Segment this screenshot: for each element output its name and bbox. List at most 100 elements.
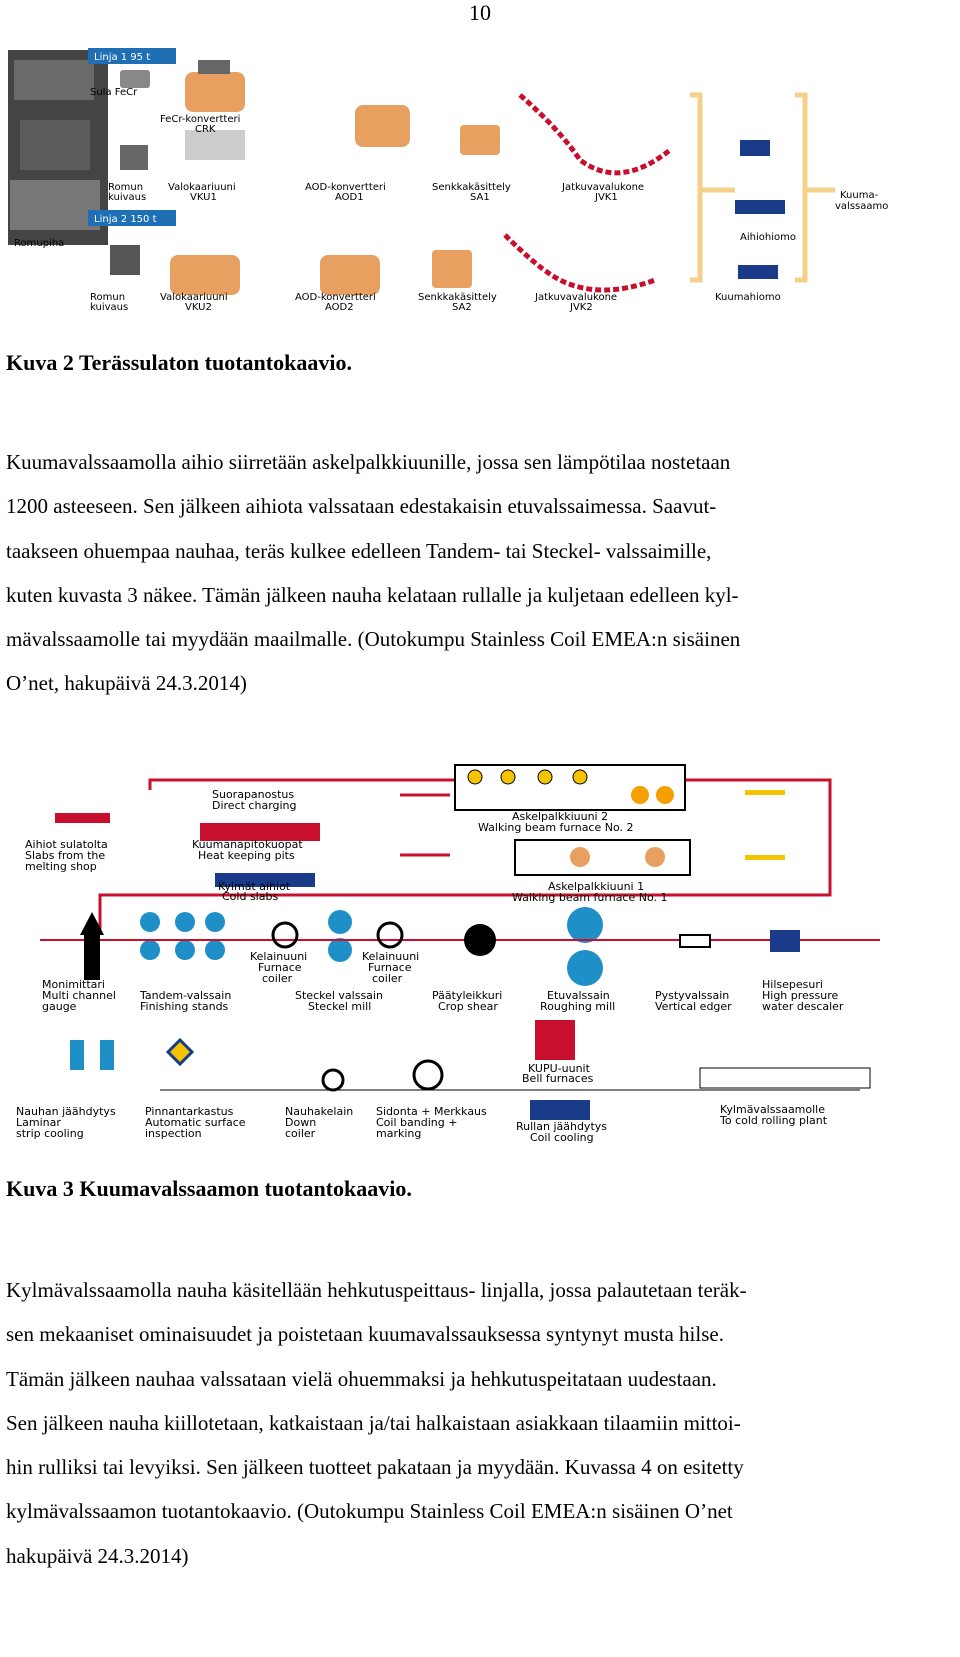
caption-figure-2: Kuva 2 Terässulaton tuotantokaavio. bbox=[6, 350, 352, 375]
paragraph-1: Kuumavalssaamolla aihio siirretään askel… bbox=[6, 440, 908, 706]
label-jvk1-b: JVK1 bbox=[594, 192, 618, 203]
label-jvk2-b: JVK2 bbox=[569, 302, 593, 313]
lbl-kelain1-c: coiler bbox=[262, 972, 293, 985]
label-vku2-a: Valokaariuuni bbox=[160, 292, 228, 303]
lbl-aihiot-c: melting shop bbox=[25, 860, 97, 873]
steel-shop-flowchart: Linja 1 95 t Linja 2 150 t Sula FeCr FeC… bbox=[8, 48, 888, 313]
line2-label: Linja 2 150 t bbox=[94, 214, 157, 225]
label-aod2-a: AOD-konvertteri bbox=[295, 292, 376, 303]
lbl-hilse-b: High pressure bbox=[762, 989, 839, 1002]
label-kuuma-a: Kuuma- bbox=[840, 190, 879, 201]
paragraph-2-line: Kylmävalssaamolla nauha käsitellään hehk… bbox=[6, 1278, 747, 1302]
paragraph-2-line: Sen jälkeen nauha kiillotetaan, katkaist… bbox=[6, 1410, 741, 1435]
lbl-kylmat-b: Cold slabs bbox=[222, 890, 278, 903]
paragraph-2-line: kylmävalssaamon tuotantokaavio. (Outokum… bbox=[6, 1499, 733, 1524]
lbl-moni-b: Multi channel bbox=[42, 989, 116, 1002]
page-number: 10 bbox=[469, 0, 491, 25]
lbl-steckel-b: Steckel mill bbox=[308, 1000, 371, 1013]
label-jvk2-a: Jatkuvavalukone bbox=[534, 292, 617, 303]
label-aod1-b: AOD1 bbox=[335, 192, 364, 203]
lbl-askel1-b: Walking beam furnace No. 1 bbox=[512, 891, 668, 904]
label-romun1-a: Romun bbox=[108, 182, 143, 193]
lbl-kuuma-b: Heat keeping pits bbox=[198, 849, 295, 862]
paragraph-1-line: O’net, hakupäivä 24.3.2014) bbox=[6, 671, 247, 696]
lbl-moni-c: gauge bbox=[42, 1000, 77, 1013]
lbl-kelain2-c: coiler bbox=[372, 972, 403, 985]
lbl-kupu-b: Bell furnaces bbox=[522, 1072, 594, 1085]
lbl-tandem-b: Finishing stands bbox=[140, 1000, 229, 1013]
lbl-kelain2-a: Kelainuuni bbox=[362, 950, 419, 963]
paragraph-2-line: sen mekaaniset ominaisuudet ja poistetaa… bbox=[6, 1322, 724, 1347]
lbl-kelain1-b: Furnace bbox=[258, 961, 302, 974]
lbl-pysty-a: Pystyvalssain bbox=[655, 989, 729, 1002]
lbl-nauhan-b: Laminar bbox=[16, 1116, 61, 1129]
paragraph-1-line: Kuumavalssaamolla aihio siirretään askel… bbox=[6, 450, 731, 474]
lbl-pinnan-b: Automatic surface bbox=[145, 1116, 246, 1129]
label-fecr-a: FeCr-konvertteri bbox=[160, 114, 240, 125]
lbl-nauhan-c: strip cooling bbox=[16, 1127, 84, 1140]
label-aod2-b: AOD2 bbox=[325, 302, 354, 313]
lbl-sidonta-b: Coil banding + bbox=[376, 1116, 457, 1129]
lbl-paaty-a: Päätyleikkuri bbox=[432, 989, 502, 1002]
lbl-nauhak-a: Nauhakelain bbox=[285, 1105, 353, 1118]
lbl-suora-a: Suorapanostus bbox=[212, 788, 294, 801]
lbl-suora-b: Direct charging bbox=[212, 799, 297, 812]
lbl-moni-a: Monimittari bbox=[42, 978, 105, 991]
label-kuuma-b: valssaamo bbox=[835, 201, 888, 212]
lbl-nauhak-b: Down bbox=[285, 1116, 316, 1129]
lbl-tandem-a: Tandem-valssain bbox=[139, 989, 231, 1002]
paragraph-1-line: kuten kuvasta 3 näkee. Tämän jälkeen nau… bbox=[6, 582, 739, 607]
lbl-rullan-a: Rullan jäähdytys bbox=[516, 1120, 607, 1133]
label-sa2-b: SA2 bbox=[452, 302, 472, 313]
paragraph-1-line: taakseen ohuempaa nauhaa, teräs kulkee e… bbox=[6, 538, 712, 563]
line1-label: Linja 1 95 t bbox=[94, 52, 150, 63]
label-romun2-a: Romun bbox=[90, 292, 125, 303]
label-vku2-b: VKU2 bbox=[185, 302, 212, 313]
lbl-etu-a: Etuvalssain bbox=[547, 989, 610, 1002]
lbl-kylmav-b: To cold rolling plant bbox=[719, 1114, 828, 1127]
label-sa1-a: Senkkakäsittely bbox=[432, 182, 511, 193]
lbl-hilse-c: water descaler bbox=[762, 1000, 844, 1013]
label-fecr-b: CRK bbox=[195, 124, 216, 135]
label-aod1-a: AOD-konvertteri bbox=[305, 182, 386, 193]
lbl-askel2-b: Walking beam furnace No. 2 bbox=[478, 821, 634, 834]
paragraph-2: Kylmävalssaamolla nauha käsitellään hehk… bbox=[6, 1268, 908, 1578]
paragraph-2-line: hin rulliksi tai levyiksi. Sen jälkeen t… bbox=[6, 1455, 744, 1480]
lbl-pinnan-c: inspection bbox=[145, 1127, 202, 1140]
label-romun1-b: kuivaus bbox=[108, 192, 146, 203]
label-vku1-a: Valokaariuuni bbox=[168, 182, 236, 193]
lbl-kuuma-a: Kuumanapitokuopat bbox=[192, 838, 303, 851]
label-aihiohiomo: Aihiohiomo bbox=[740, 232, 796, 243]
lbl-pysty-b: Vertical edger bbox=[655, 1000, 732, 1013]
lbl-kylmav-a: Kylmävalssaamolle bbox=[720, 1103, 825, 1116]
lbl-askel2-a: Askelpalkkiuuni 2 bbox=[512, 810, 608, 823]
label-vku1-b: VKU1 bbox=[190, 192, 217, 203]
label-romupiha: Romupiha bbox=[14, 238, 64, 249]
label-romun2-b: kuivaus bbox=[90, 302, 128, 313]
label-jvk1-a: Jatkuvavalukone bbox=[561, 182, 644, 193]
paragraph-2-line: Tämän jälkeen nauhaa valssataan vielä oh… bbox=[6, 1366, 717, 1391]
label-sula-fecr: Sula FeCr bbox=[90, 87, 138, 98]
hot-rolling-flowchart: Suorapanostus Direct charging Askelpalkk… bbox=[16, 764, 880, 1144]
label-sa1-b: SA1 bbox=[470, 192, 490, 203]
lbl-pinnan-a: Pinnantarkastus bbox=[145, 1105, 234, 1118]
lbl-askel1-a: Askelpalkkiuuni 1 bbox=[548, 880, 644, 893]
lbl-paaty-b: Crop shear bbox=[438, 1000, 498, 1013]
lbl-rullan-b: Coil cooling bbox=[530, 1131, 594, 1144]
caption-figure-3: Kuva 3 Kuumavalssaamon tuotantokaavio. bbox=[6, 1176, 412, 1201]
lbl-kelain2-b: Furnace bbox=[368, 961, 412, 974]
lbl-etu-b: Roughing mill bbox=[540, 1000, 615, 1013]
label-kuumahiomo: Kuumahiomo bbox=[715, 292, 781, 303]
paragraph-2-line: hakupäivä 24.3.2014) bbox=[6, 1543, 189, 1568]
lbl-aihiot-b: Slabs from the bbox=[25, 849, 105, 862]
paragraph-1-line: mävalssaamolle tai myydään maailmalle. (… bbox=[6, 627, 741, 652]
lbl-steckel-a: Steckel valssain bbox=[295, 989, 383, 1002]
lbl-kylmat-a: Kylmät aihiot bbox=[218, 880, 291, 893]
lbl-kelain1-a: Kelainuuni bbox=[250, 950, 307, 963]
lbl-kupu-a: KUPU-uunit bbox=[528, 1062, 591, 1075]
paragraph-1-line: 1200 asteeseen. Sen jälkeen aihiota vals… bbox=[6, 494, 717, 519]
lbl-sidonta-c: marking bbox=[376, 1127, 421, 1140]
label-sa2-a: Senkkakäsittely bbox=[418, 292, 497, 303]
lbl-nauhak-c: coiler bbox=[285, 1127, 316, 1140]
lbl-aihiot-a: Aihiot sulatolta bbox=[25, 838, 108, 851]
